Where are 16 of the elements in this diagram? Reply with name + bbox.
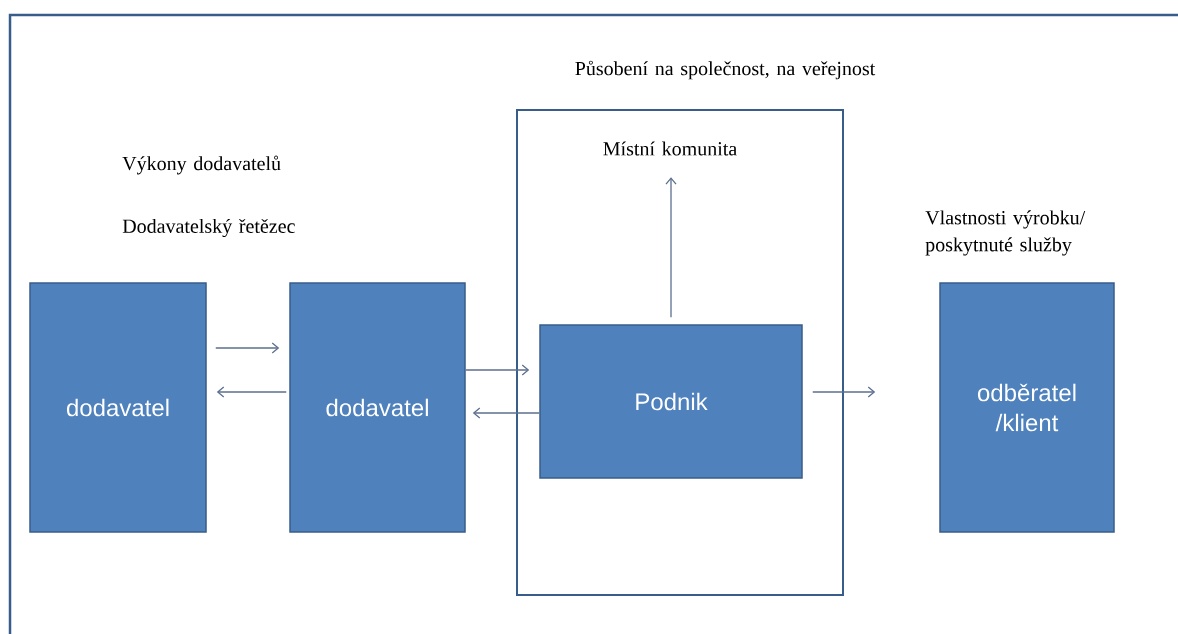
bare-label: Místní komunita [603,141,737,156]
text-label: Dodavatelský řetězec [122,218,295,238]
arrow [215,342,280,354]
arrow [216,386,287,398]
process-box: dodavatel [29,282,207,533]
arrow [472,407,540,419]
arrow [465,364,530,376]
process-box: Podnik [539,324,803,479]
text-label: Výkony dodavatelů [122,155,281,175]
group-box [516,109,844,596]
arrow [812,386,876,398]
process-box: odběratel /klient [939,282,1115,533]
process-box: dodavatel [289,282,466,533]
arrow [665,177,677,318]
text-label: Vlastnosti výrobku/ poskytnuté služby [925,210,1086,256]
text-label: Působení na společnost, na veřejnost [575,60,876,80]
